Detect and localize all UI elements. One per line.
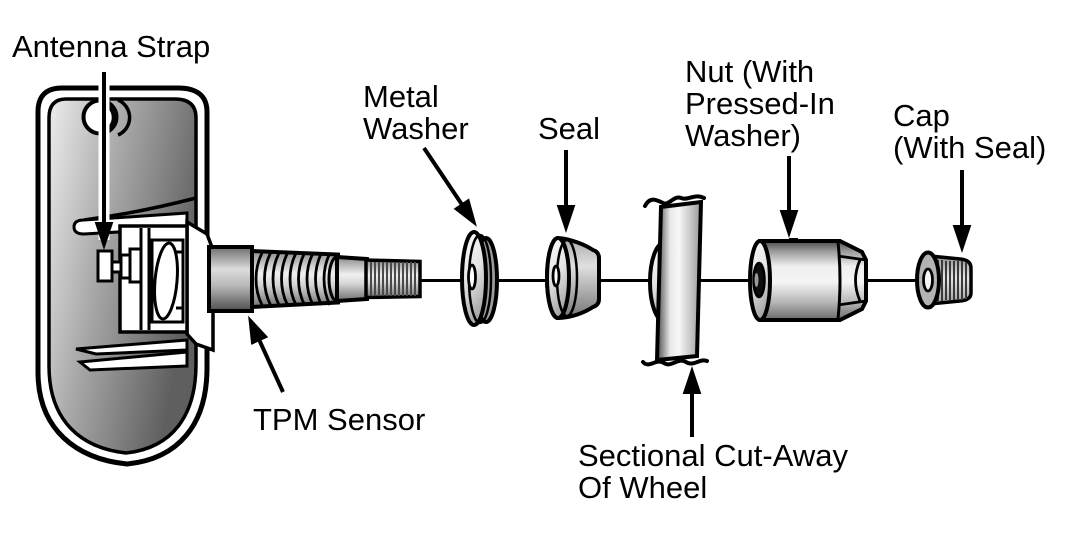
wheel-slab	[654, 199, 704, 363]
stem-boss	[185, 218, 215, 353]
label-tpm-sensor: TPM Sensor	[253, 402, 425, 437]
wheel-break-top	[643, 194, 706, 208]
nut-hole	[752, 261, 766, 299]
label-wheel-cutaway-line2: Of Wheel	[578, 470, 707, 505]
label-nut-line2: Pressed-In	[685, 86, 835, 121]
cap-part	[915, 250, 973, 310]
mounting-hole-outer-arc	[117, 98, 132, 137]
stem-collar	[207, 245, 254, 313]
labels: Antenna Strap Metal Washer Seal Nut (Wit…	[12, 29, 1046, 505]
wheel-cutaway-part	[641, 194, 709, 367]
label-nut-line1: Nut (With	[685, 54, 814, 89]
label-cap-line1: Cap	[893, 98, 950, 133]
metal-washer-arrow	[422, 146, 477, 227]
valve-stem	[207, 245, 422, 313]
stem-step-section	[335, 254, 369, 304]
tpm-sensor-body	[35, 85, 215, 467]
tip-thread-lines	[370, 262, 416, 296]
label-nut-line3: Washer)	[685, 118, 801, 153]
label-antenna-strap: Antenna Strap	[12, 29, 210, 64]
metal-washer	[460, 230, 499, 327]
seal-hole	[551, 264, 561, 288]
tpm-sensor-arrow	[248, 315, 285, 393]
nut-body	[758, 239, 868, 322]
wheel-break-bottom	[641, 358, 709, 367]
thread-ridges	[254, 252, 332, 306]
nut-part	[748, 238, 868, 322]
nut-hole-highlight	[754, 273, 759, 287]
fork-upper-arm	[75, 338, 189, 356]
pressed-in-washer-tab	[789, 238, 798, 243]
nut-hex-separator	[836, 241, 842, 320]
leader-arrows	[94, 72, 972, 437]
label-metal-washer-line1: Metal	[363, 79, 439, 114]
washer-hole	[467, 263, 477, 291]
label-cap-line2: (With Seal)	[893, 130, 1046, 165]
label-metal-washer-line2: Washer	[363, 111, 469, 146]
cap-hole	[922, 267, 934, 293]
seal-part	[545, 235, 601, 321]
label-wheel-cutaway-line1: Sectional Cut-Away	[578, 438, 848, 473]
stem-step-edge	[327, 255, 338, 303]
fork-lower-arm	[76, 350, 189, 372]
valve-internals	[96, 247, 143, 284]
nut-facet-top	[837, 254, 867, 262]
label-seal: Seal	[538, 111, 600, 146]
chamber-blob	[153, 241, 179, 321]
nut-facet-arc	[854, 259, 862, 302]
nut-facet-bottom	[837, 299, 867, 307]
